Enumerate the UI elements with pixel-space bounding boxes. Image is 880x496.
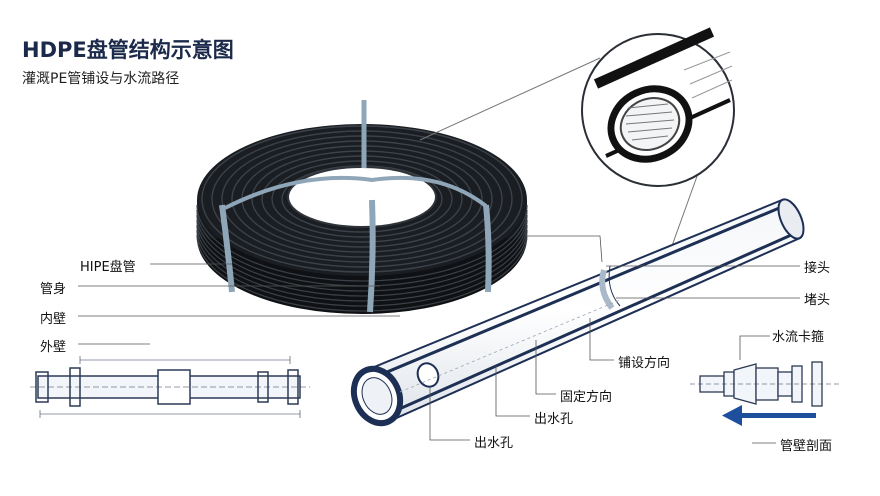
label-joint: 接头 (804, 261, 831, 276)
coil-side-winding (196, 219, 528, 297)
label-outer-wall: 外壁 (40, 340, 67, 355)
coil-side-winding (196, 229, 528, 307)
leader-lines (78, 235, 800, 444)
label-outlet-hole: 出水孔 (534, 412, 574, 427)
coil-side-winding (196, 214, 528, 292)
label-laying-direction: 铺设方向 (618, 356, 671, 371)
coil-side-winding (196, 234, 528, 312)
label-clamp: 水流卡箍 (772, 330, 825, 345)
coil-strap (367, 199, 376, 313)
label-plug: 堵头 (804, 293, 831, 308)
pipe-technical-drawing (30, 356, 310, 418)
coil-strap (224, 175, 488, 210)
coil-side-winding (196, 224, 528, 302)
coil-strap (219, 204, 235, 293)
hdpe-coil (196, 100, 528, 314)
label-inner-wall: 内壁 (40, 312, 67, 327)
cross-section-zoom (419, 27, 735, 269)
label-wall-section: 管壁剖面 (780, 439, 833, 454)
straight-pipe (350, 198, 805, 427)
label-body: 管身 (40, 282, 67, 297)
label-fix-direction: 固定方向 (560, 390, 613, 405)
coil-side-winding (196, 204, 528, 282)
page-title: HDPE盘管结构示意图 (22, 38, 234, 62)
water-flow-arrow (722, 405, 816, 426)
label-coil: HIPE盘管 (80, 260, 136, 275)
page-subtitle: 灌溉PE管铺设与水流路径 (22, 71, 180, 87)
water-clamp-drawing (690, 361, 840, 407)
coil-strap (483, 204, 492, 293)
label-outlet-hole: 出水孔 (474, 436, 514, 451)
